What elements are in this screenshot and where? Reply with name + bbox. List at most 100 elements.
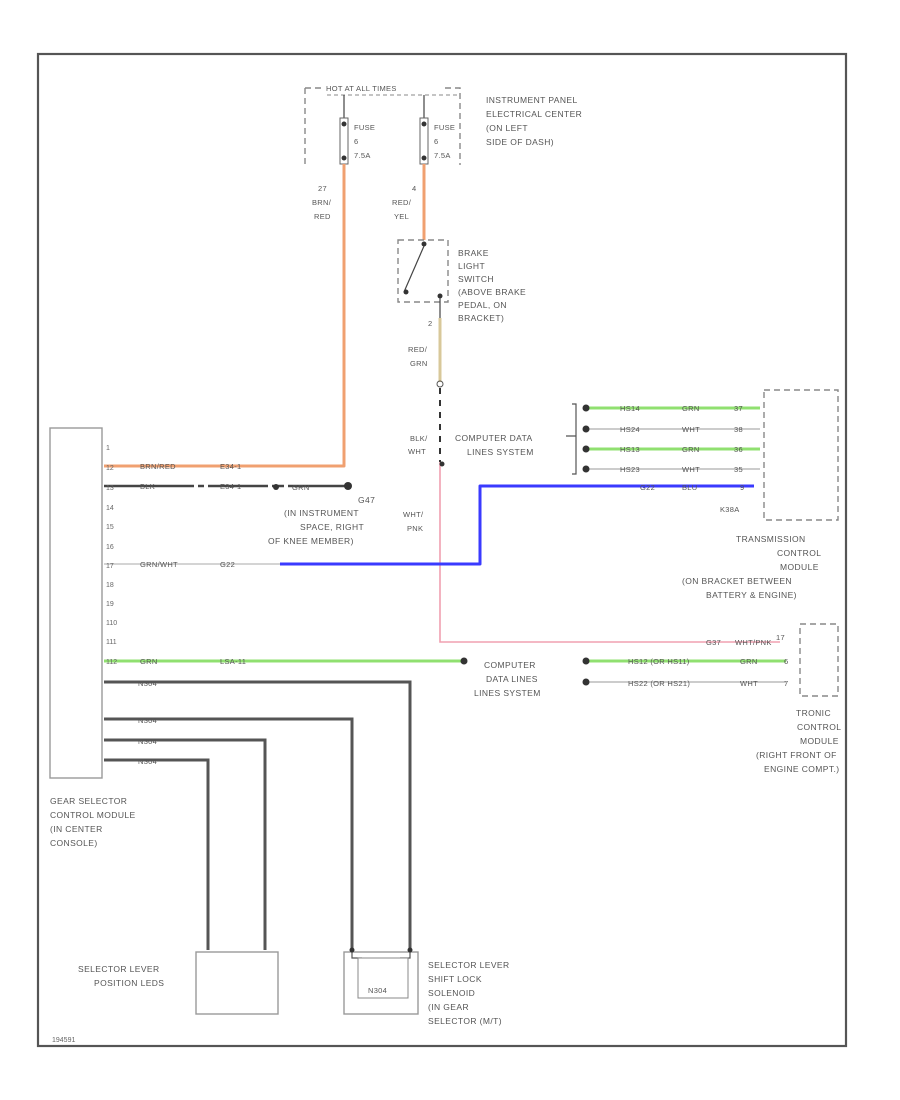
panel-location-line-3: (ON LEFT bbox=[486, 123, 528, 133]
brake-switch-icon bbox=[397, 239, 449, 318]
wire-wht-pnk bbox=[439, 462, 780, 643]
gear-selector-module-box bbox=[49, 427, 103, 779]
gsm-pin: 112 bbox=[106, 659, 117, 666]
gsm-pin: 110 bbox=[106, 620, 117, 627]
gsm-pin: 111 bbox=[106, 639, 117, 646]
tcm-box bbox=[763, 389, 839, 521]
tronic-label-3: MODULE bbox=[800, 736, 839, 746]
hs12-code: HS12 (OR HS11) bbox=[628, 657, 690, 666]
fuse-a-label: FUSE bbox=[354, 123, 375, 132]
data-lines-top-label-2: LINES SYSTEM bbox=[467, 447, 534, 457]
brake-switch-pin: 2 bbox=[428, 319, 432, 328]
hs23-code: HS23 bbox=[620, 465, 640, 474]
gsm-pin: 18 bbox=[106, 582, 114, 589]
ground-name: G47 bbox=[358, 495, 375, 505]
hs22-color: WHT bbox=[740, 679, 758, 688]
shift-lock-label-1: SELECTOR LEVER bbox=[428, 960, 510, 970]
tronic-label-2: CONTROL bbox=[797, 722, 841, 732]
gsm-brn-red-color: BRN/RED bbox=[140, 462, 176, 471]
gsm-pins: 1 12 13 14 15 16 17 18 19 110 111 112 bbox=[106, 445, 117, 666]
gsm-n304-code: N304 bbox=[138, 737, 157, 746]
blu-pin: 9 bbox=[740, 483, 744, 492]
position-leds-box bbox=[195, 951, 279, 1015]
hs24-color: WHT bbox=[682, 425, 700, 434]
fuse-a-icon bbox=[339, 95, 349, 165]
gsm-pin: 19 bbox=[106, 601, 114, 608]
wire-brn-red bbox=[104, 164, 346, 468]
tronic-label-5: ENGINE COMPT.) bbox=[764, 764, 840, 774]
blu-code: G22 bbox=[640, 483, 655, 492]
gsm-pin: 1 bbox=[106, 445, 110, 452]
wire-right-color-1: RED/ bbox=[392, 198, 412, 207]
ground-location-3: OF KNEE MEMBER) bbox=[268, 536, 354, 546]
hs24-code: HS24 bbox=[620, 425, 640, 434]
gsm-grn-wht-code: G22 bbox=[220, 560, 235, 569]
shift-lock-solenoid bbox=[343, 947, 419, 1015]
blk-wht-color-2: WHT bbox=[408, 447, 426, 456]
hs22-terminal-icon bbox=[582, 678, 590, 686]
gsm-grn-code: LSA-11 bbox=[220, 657, 246, 666]
gsm-n304-code: N304 bbox=[138, 757, 157, 766]
hs13-color: GRN bbox=[682, 445, 700, 454]
gsm-blk-code: E34-1 bbox=[220, 482, 242, 491]
red-grn-color-1: RED/ bbox=[408, 345, 428, 354]
tcm-connector: K38A bbox=[720, 505, 740, 514]
gsm-label-4: CONSOLE) bbox=[50, 838, 98, 848]
brake-switch-label-2: LIGHT bbox=[458, 261, 485, 271]
position-leds-label-1: SELECTOR LEVER bbox=[78, 964, 160, 974]
hs14-terminal-icon bbox=[582, 404, 590, 412]
tcm-label-3: MODULE bbox=[780, 562, 819, 572]
tcm-label-5: BATTERY & ENGINE) bbox=[706, 590, 797, 600]
wht-pnk-color-2: PNK bbox=[407, 524, 423, 533]
gsm-n304-code: N304 bbox=[138, 716, 157, 725]
brake-switch-label-5: PEDAL, ON bbox=[458, 300, 507, 310]
hs14-color: GRN bbox=[682, 404, 700, 413]
wire-blu bbox=[280, 484, 754, 566]
hs22-code: HS22 (OR HS21) bbox=[628, 679, 690, 688]
tronic-label-4: (RIGHT FRONT OF bbox=[756, 750, 837, 760]
hs12-pin: 6 bbox=[784, 657, 788, 666]
tcm-label-1: TRANSMISSION bbox=[736, 534, 806, 544]
panel-location-line-4: SIDE OF DASH) bbox=[486, 137, 554, 147]
data-lines-bottom-label-2: DATA LINES bbox=[486, 674, 538, 684]
position-leds-label-2: POSITION LEDS bbox=[94, 978, 164, 988]
shift-lock-label-4: (IN GEAR bbox=[428, 1002, 469, 1012]
hs13-terminal-icon bbox=[582, 445, 590, 453]
brake-switch-label-1: BRAKE bbox=[458, 248, 489, 258]
diagram-id: 194591 bbox=[52, 1037, 75, 1044]
ground-icon bbox=[344, 482, 352, 490]
data-lines-bottom-label-1: COMPUTER bbox=[484, 660, 536, 670]
data-lines-top-rows: HS14 GRN 37 HS24 WHT 38 HS13 GRN 36 HS23… bbox=[582, 404, 743, 474]
hs13-pin: 36 bbox=[734, 445, 743, 454]
gsm-label-1: GEAR SELECTOR bbox=[50, 796, 127, 806]
gsm-pin: 13 bbox=[106, 485, 114, 492]
shift-lock-label-5: SELECTOR (M/T) bbox=[428, 1016, 502, 1026]
fuse-a-number: 6 bbox=[354, 137, 358, 146]
tcm-label-2: CONTROL bbox=[777, 548, 821, 558]
data-lines-bottom-label-3: LINES SYSTEM bbox=[474, 688, 541, 698]
panel-location-line-2: ELECTRICAL CENTER bbox=[486, 109, 582, 119]
gsm-pin: 15 bbox=[106, 524, 114, 531]
tcm-label-4: (ON BRACKET BETWEEN bbox=[682, 576, 792, 586]
fuse-b-label: FUSE bbox=[434, 123, 455, 132]
n304-wires bbox=[104, 680, 412, 950]
brake-switch-label-4: (ABOVE BRAKE bbox=[458, 287, 526, 297]
fuse-a-rating: 7.5A bbox=[354, 151, 371, 160]
hs23-pin: 35 bbox=[734, 465, 743, 474]
hot-at-all-times-label: HOT AT ALL TIMES bbox=[326, 84, 397, 93]
fuse-b-icon bbox=[419, 95, 429, 165]
ground-location-2: SPACE, RIGHT bbox=[300, 522, 364, 532]
bracket-icon bbox=[566, 403, 577, 475]
shift-lock-label-3: SOLENOID bbox=[428, 988, 475, 998]
tronic-label-1: TRONIC bbox=[796, 708, 831, 718]
ground-color: GRN bbox=[292, 483, 310, 492]
gsm-label-2: CONTROL MODULE bbox=[50, 810, 136, 820]
data-lines-top-label-1: COMPUTER DATA bbox=[455, 433, 533, 443]
wire-right-pin: 4 bbox=[412, 184, 416, 193]
gsm-pin: 14 bbox=[106, 505, 114, 512]
diagram-frame bbox=[36, 52, 848, 1048]
wire-right-color-2: YEL bbox=[394, 212, 409, 221]
wire-left-color-2: RED bbox=[314, 212, 331, 221]
ground-location-1: (IN INSTRUMENT bbox=[284, 508, 359, 518]
fuse-b-number: 6 bbox=[434, 137, 438, 146]
